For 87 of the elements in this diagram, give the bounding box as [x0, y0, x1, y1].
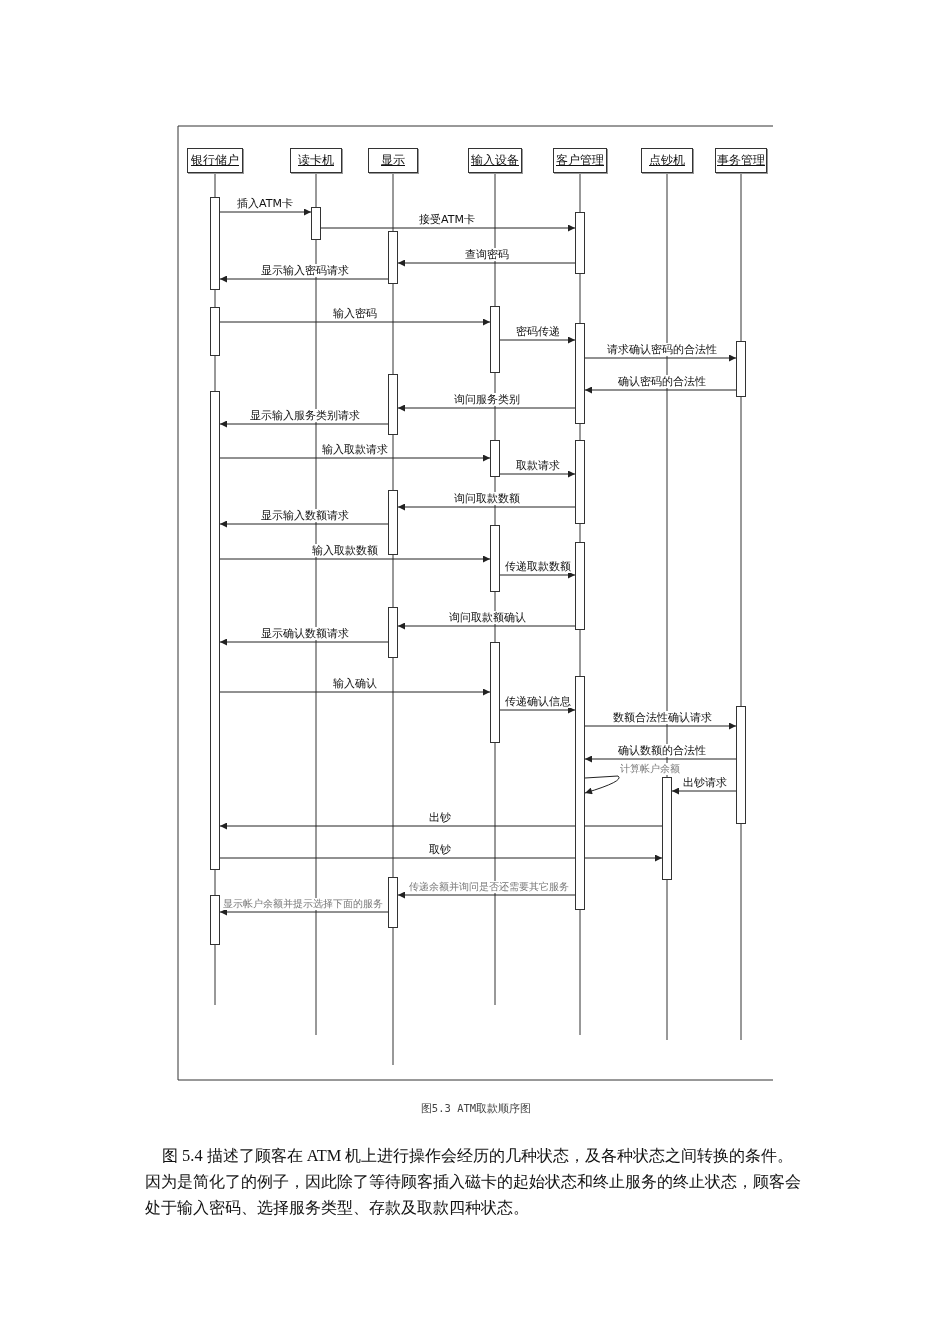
message-arrow — [219, 908, 389, 916]
object-box: 点钞机 — [641, 148, 693, 173]
message-arrow — [397, 891, 576, 899]
message-arrow — [499, 470, 576, 478]
message-arrow — [219, 555, 491, 563]
message-arrow — [219, 420, 389, 428]
activation-bar — [490, 306, 500, 373]
message-label: 取钞 — [428, 843, 452, 856]
activation-bar — [210, 895, 220, 945]
message-arrow — [397, 259, 576, 267]
activation-bar — [575, 323, 585, 424]
activation-bar — [210, 307, 220, 356]
message-arrow — [219, 854, 663, 862]
body-paragraph: 图 5.4 描述了顾客在 ATM 机上进行操作会经历的几种状态，及各种状态之间转换的条件。因为是简化了的例子，因此除了等待顾客插入磁卡的起始状态和终止服务的终止状态，顾客会处于输入密码、选择服务类型、存款及取款四种状态。 — [145, 1145, 802, 1219]
activation-bar — [662, 777, 672, 880]
activation-bar — [736, 341, 746, 397]
activation-bar — [210, 197, 220, 290]
message-label: 计算帐户余额 — [619, 763, 681, 775]
message-arrow — [320, 224, 576, 232]
message-arrow — [397, 503, 576, 511]
message-label: 询问服务类别 — [453, 393, 521, 406]
activation-bar — [575, 676, 585, 910]
message-arrow — [219, 275, 389, 283]
activation-bar — [388, 607, 398, 658]
message-arrow — [671, 787, 737, 795]
activation-bar — [490, 642, 500, 743]
message-arrow — [219, 822, 663, 830]
object-box: 事务管理 — [715, 148, 767, 173]
message-label: 插入ATM卡 — [236, 197, 294, 210]
object-box: 客户管理 — [553, 148, 607, 173]
message-label: 传递取款数额 — [504, 560, 572, 573]
message-arrow — [584, 386, 737, 394]
message-arrow — [584, 755, 737, 763]
message-arrow — [584, 722, 737, 730]
message-arrow — [397, 404, 576, 412]
activation-bar — [575, 212, 585, 274]
message-arrow — [219, 454, 491, 462]
message-label: 输入取款数额 — [311, 544, 379, 557]
activation-bar — [490, 440, 500, 477]
message-arrow — [584, 354, 737, 362]
message-label: 显示输入数额请求 — [260, 509, 350, 522]
message-arrow — [219, 520, 389, 528]
message-label: 查询密码 — [464, 248, 510, 261]
message-label: 询问取款数额 — [453, 492, 521, 505]
activation-bar — [388, 231, 398, 284]
message-arrow — [219, 638, 389, 646]
activation-bar — [388, 374, 398, 435]
message-label: 取款请求 — [515, 459, 561, 472]
message-label: 显示输入密码请求 — [260, 264, 350, 277]
activation-bar — [736, 706, 746, 824]
object-box: 读卡机 — [290, 148, 342, 173]
message-arrow — [219, 208, 312, 216]
activation-bar — [388, 877, 398, 928]
message-label: 出钞请求 — [682, 776, 728, 789]
message-label: 接受ATM卡 — [418, 213, 476, 226]
message-arrow — [397, 622, 576, 630]
figure-caption: 图5.3 ATM取款顺序图 — [420, 1102, 532, 1115]
object-box: 显示 — [368, 148, 418, 173]
message-label: 出钞 — [428, 811, 452, 824]
activation-bar — [575, 542, 585, 630]
message-label: 输入取款请求 — [321, 443, 389, 456]
message-label: 请求确认密码的合法性 — [606, 343, 718, 356]
message-label: 密码传递 — [515, 325, 561, 338]
message-label: 传递余额并询问是否还需要其它服务 — [408, 881, 570, 893]
message-label: 输入确认 — [332, 677, 378, 690]
activation-bar — [311, 207, 321, 240]
self-message-arrow — [584, 775, 620, 795]
message-arrow — [219, 688, 491, 696]
message-arrow — [499, 336, 576, 344]
message-label: 显示确认数额请求 — [260, 627, 350, 640]
message-label: 传递确认信息 — [504, 695, 572, 708]
message-label: 询问取款额确认 — [447, 611, 527, 624]
message-label: 确认数额的合法性 — [617, 744, 707, 757]
message-arrow — [499, 571, 576, 579]
activation-bar — [210, 391, 220, 870]
message-label: 输入密码 — [332, 307, 378, 320]
message-label: 显示帐户余额并提示选择下面的服务 — [222, 898, 384, 910]
activation-bar — [490, 525, 500, 592]
message-arrow — [499, 706, 576, 714]
activation-bar — [575, 440, 585, 524]
message-label: 数额合法性确认请求 — [611, 711, 713, 724]
activation-bar — [388, 490, 398, 555]
object-box: 输入设备 — [468, 148, 522, 173]
message-label: 确认密码的合法性 — [617, 375, 707, 388]
message-arrow — [219, 318, 491, 326]
object-box: 银行储户 — [187, 148, 243, 173]
message-label: 显示输入服务类别请求 — [249, 409, 361, 422]
